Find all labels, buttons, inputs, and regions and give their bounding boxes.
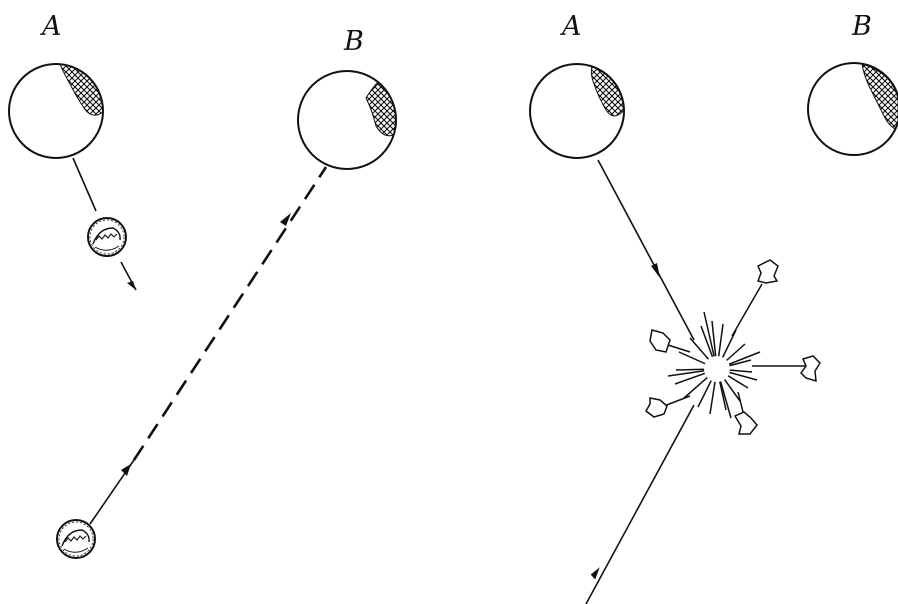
bomb-drift-arrow xyxy=(121,262,136,290)
explosion-burst xyxy=(668,312,760,418)
label-a-right: A xyxy=(559,11,582,42)
bomb-launched xyxy=(57,520,95,558)
line-from-bottom xyxy=(586,405,694,604)
left-panel: A B xyxy=(9,11,396,558)
trajectory-left xyxy=(90,167,326,524)
line-from-a xyxy=(598,160,694,340)
label-b-left: B xyxy=(343,26,364,57)
planet-a-right xyxy=(530,64,624,158)
label-a-left: A xyxy=(39,11,62,42)
bomb-near-a xyxy=(88,218,126,256)
debris-fragments xyxy=(646,260,820,434)
planet-b-right xyxy=(808,63,898,155)
label-b-right: B xyxy=(851,11,872,42)
tether-line xyxy=(73,158,96,211)
planet-b-left xyxy=(298,71,396,169)
right-panel: A B xyxy=(530,11,898,604)
planet-a-left xyxy=(9,64,103,158)
